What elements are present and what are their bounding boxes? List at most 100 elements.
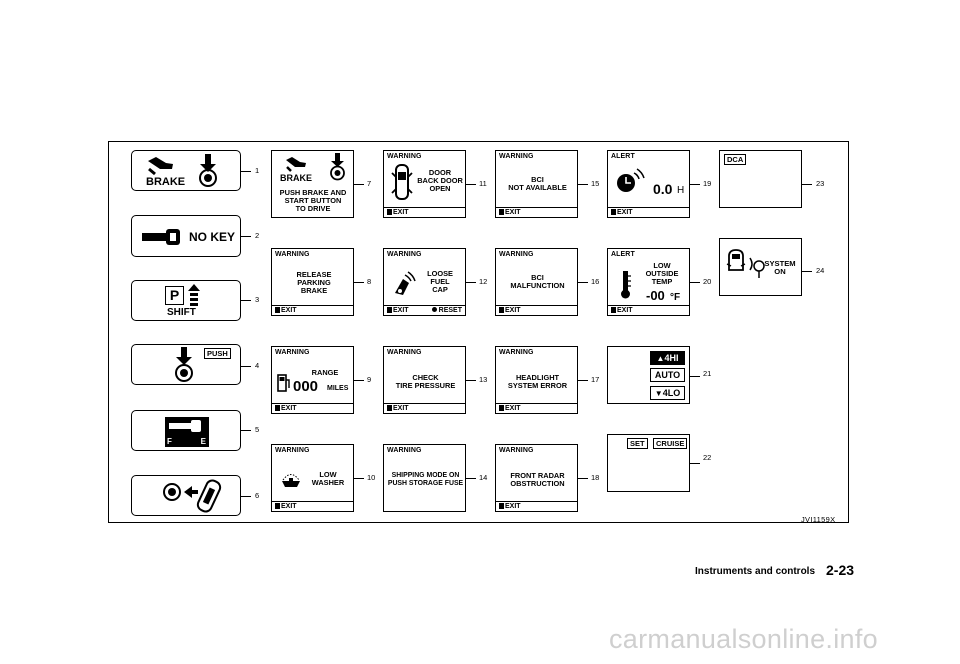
- park-badge: P: [165, 286, 184, 305]
- warning-header: WARNING: [499, 447, 534, 454]
- dca-indicator: DCA: [724, 154, 747, 165]
- display-24-system-on: SYSTEM ON: [719, 238, 802, 296]
- callout-16: 16: [591, 277, 600, 286]
- callout-17: 17: [591, 375, 600, 384]
- range-unit: MILES: [327, 385, 349, 392]
- callout-5: 5: [255, 425, 260, 434]
- display-4-push: PUSH: [131, 344, 241, 385]
- alert-header: ALERT: [611, 153, 635, 160]
- push-button-arrow-icon: [330, 153, 345, 181]
- warning-header: WARNING: [275, 349, 310, 356]
- callout-4: 4: [255, 361, 260, 370]
- callout-19: 19: [703, 179, 712, 188]
- section-title: Instruments and controls: [695, 566, 816, 577]
- display-13-check-tire-pressure: WARNING CHECK TIRE PRESSURE EXIT: [383, 346, 466, 414]
- foot-on-pedal-icon: [148, 157, 173, 176]
- display-14-shipping-mode: WARNING SHIPPING MODE ON PUSH STORAGE FU…: [383, 444, 466, 512]
- mode-auto: AUTO: [650, 368, 685, 382]
- callout-6: 6: [255, 491, 260, 500]
- foot-on-pedal-icon: [286, 157, 306, 172]
- display-23-dca: DCA: [719, 150, 802, 208]
- shipping-mode-message: SHIPPING MODE ON PUSH STORAGE FUSE: [387, 472, 464, 488]
- headlight-system-error-message: HEADLIGHT SYSTEM ERROR: [507, 373, 568, 391]
- callout-10: 10: [367, 473, 376, 482]
- cruise-indicator: CRUISE: [653, 438, 688, 449]
- display-7-push-brake: BRAKE PUSH BRAKE AND START BUTTON TO DRI…: [271, 150, 354, 218]
- bci-not-available-message: BCI NOT AVAILABLE: [508, 175, 567, 193]
- display-15-bci-not-available: WARNING BCI NOT AVAILABLE EXIT: [495, 150, 578, 218]
- display-17-headlight-system-error: WARNING HEADLIGHT SYSTEM ERROR EXIT: [495, 346, 578, 414]
- down-triangle-icon: ▼: [654, 389, 663, 398]
- exit-label: EXIT: [499, 307, 521, 314]
- check-tire-pressure-message: CHECK TIRE PRESSURE: [395, 373, 456, 391]
- exit-label: EXIT: [387, 307, 409, 314]
- warning-header: WARNING: [387, 349, 422, 356]
- vehicle-door-open-icon: [391, 164, 413, 200]
- push-button-arrow-icon: [175, 347, 193, 382]
- alert-header: ALERT: [611, 251, 635, 258]
- display-18-front-radar-obstruction: WARNING FRONT RADAR OBSTRUCTION EXIT: [495, 444, 578, 512]
- callout-7: 7: [367, 179, 372, 188]
- exit-label: EXIT: [499, 209, 521, 216]
- mode-4lo-label: 4LO: [662, 388, 681, 398]
- reset-label: RESET: [432, 307, 462, 314]
- callout-18: 18: [591, 473, 600, 482]
- callout-2: 2: [255, 231, 260, 240]
- warning-header: WARNING: [499, 153, 534, 160]
- callout-22: 22: [703, 453, 712, 462]
- range-label: RANGE: [311, 368, 339, 377]
- callout-23: 23: [816, 179, 825, 188]
- timer-value: 0.0: [653, 181, 673, 197]
- fuel-cap-icon: [395, 271, 416, 295]
- warning-header: WARNING: [387, 251, 422, 258]
- warning-header: WARNING: [499, 251, 534, 258]
- callout-12: 12: [479, 277, 488, 286]
- brake-label: BRAKE: [280, 173, 313, 183]
- release-parking-brake-message: RELEASE PARKING BRAKE: [296, 270, 332, 296]
- up-triangle-icon: ▲: [656, 354, 665, 363]
- callout-13: 13: [479, 375, 488, 384]
- mode-4lo: ▼4LO: [650, 386, 685, 400]
- brake-label: BRAKE: [146, 176, 186, 188]
- empty-label: E: [200, 437, 206, 446]
- warning-header: WARNING: [499, 349, 534, 356]
- outside-temp-unit: °F: [670, 292, 681, 303]
- exit-label: EXIT: [611, 307, 633, 314]
- exit-label: EXIT: [387, 405, 409, 412]
- exit-label: EXIT: [275, 307, 297, 314]
- system-on-message: SYSTEM ON: [764, 259, 796, 277]
- display-1-brake: BRAKE: [131, 150, 241, 191]
- warning-header: WARNING: [387, 447, 422, 454]
- display-6-touch-key: [131, 475, 241, 516]
- exit-label: EXIT: [499, 405, 521, 412]
- no-key-label: NO KEY: [189, 230, 236, 244]
- display-8-release-parking-brake: WARNING RELEASE PARKING BRAKE EXIT: [271, 248, 354, 316]
- callout-9: 9: [367, 375, 372, 384]
- display-19-timer-alert: ALERT 0.0 H EXIT: [607, 150, 690, 218]
- outside-temp-value: -00: [646, 288, 665, 303]
- washer-fluid-icon: [282, 474, 300, 487]
- shift-up-arrow-icon: [188, 284, 200, 306]
- key-icon: [142, 229, 180, 245]
- callout-1: 1: [255, 166, 260, 175]
- callout-3: 3: [255, 295, 260, 304]
- callout-14: 14: [479, 473, 488, 482]
- key-icon: [169, 420, 201, 432]
- callout-20: 20: [703, 277, 712, 286]
- key-battery-box: E F: [165, 417, 209, 447]
- watermark: carmanualsonline.info: [609, 624, 878, 654]
- full-label: F: [167, 437, 172, 446]
- figure-frame: [108, 141, 849, 523]
- display-9-range: WARNING RANGE 000 MILES EXIT: [271, 346, 354, 414]
- exit-label: EXIT: [499, 503, 521, 510]
- door-open-message: DOOR BACK DOOR OPEN: [417, 168, 463, 194]
- vehicle-radar-icon: [726, 249, 765, 278]
- mode-4hi-label: 4HI: [664, 353, 679, 363]
- push-brake-message: PUSH BRAKE AND START BUTTON TO DRIVE: [279, 188, 347, 214]
- push-tag: PUSH: [204, 348, 231, 359]
- key-touch-button-icon: [163, 479, 222, 513]
- front-radar-obstruction-message: FRONT RADAR OBSTRUCTION: [510, 471, 565, 489]
- callout-11: 11: [479, 179, 487, 188]
- loose-fuel-cap-message: LOOSE FUEL CAP: [427, 269, 453, 295]
- display-21-4wd-mode: ▲4HI AUTO ▼4LO: [607, 346, 690, 404]
